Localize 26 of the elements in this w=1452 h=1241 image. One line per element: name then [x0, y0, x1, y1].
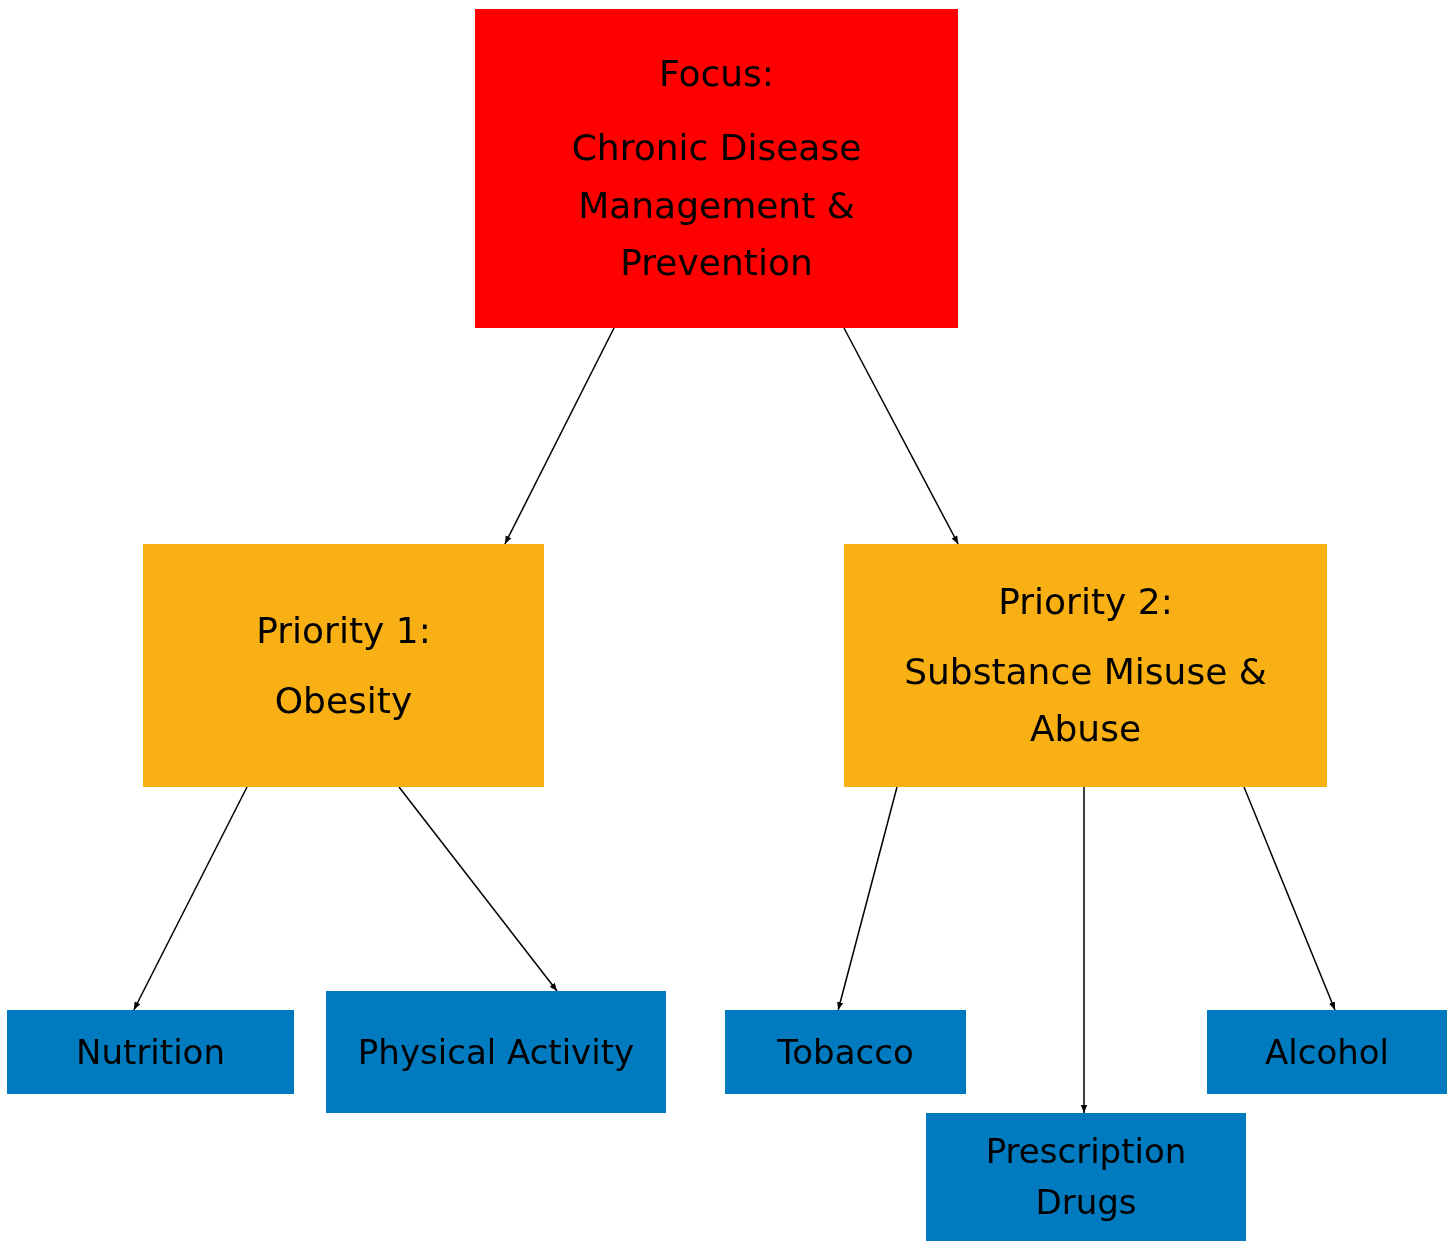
arrow — [133, 786, 248, 1011]
topic-box — [1207, 1010, 1447, 1094]
topic-box — [926, 1113, 1246, 1241]
label: Substance Misuse & Abuse — [903, 649, 1268, 752]
label: Alcohol — [1265, 1030, 1389, 1074]
topic-box — [7, 1010, 294, 1094]
heading: Priority 1: — [256, 608, 431, 653]
label: Tobacco — [777, 1030, 914, 1074]
focus-box — [475, 9, 958, 328]
heading: Focus: — [659, 52, 774, 97]
label: Nutrition — [76, 1030, 225, 1074]
priority-box — [143, 544, 544, 787]
label: Physical Activity — [357, 1030, 635, 1074]
label: Obesity — [274, 678, 413, 723]
arrow — [837, 786, 898, 1011]
priority-box — [844, 544, 1327, 787]
topic-box — [725, 1010, 966, 1094]
heading: Priority 2: — [998, 580, 1173, 625]
arrow — [504, 327, 615, 545]
topic-box — [326, 991, 666, 1113]
arrow — [1080, 786, 1088, 1114]
arrow — [843, 327, 959, 545]
arrow — [398, 786, 558, 992]
label: Chronic Disease Management & Prevention — [570, 125, 863, 286]
label: Prescription Drugs — [984, 1130, 1188, 1224]
arrow — [1243, 786, 1336, 1011]
